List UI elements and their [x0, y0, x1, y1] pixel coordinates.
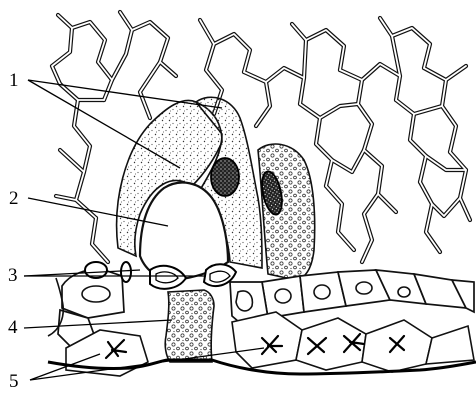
label-2: 2 — [9, 189, 19, 208]
nucleus-1 — [211, 158, 239, 196]
label-4: 4 — [8, 318, 18, 337]
label-1: 1 — [9, 71, 19, 90]
stomatal-pore-channel — [165, 290, 214, 362]
label-3: 3 — [8, 266, 18, 285]
label-5: 5 — [9, 372, 19, 391]
